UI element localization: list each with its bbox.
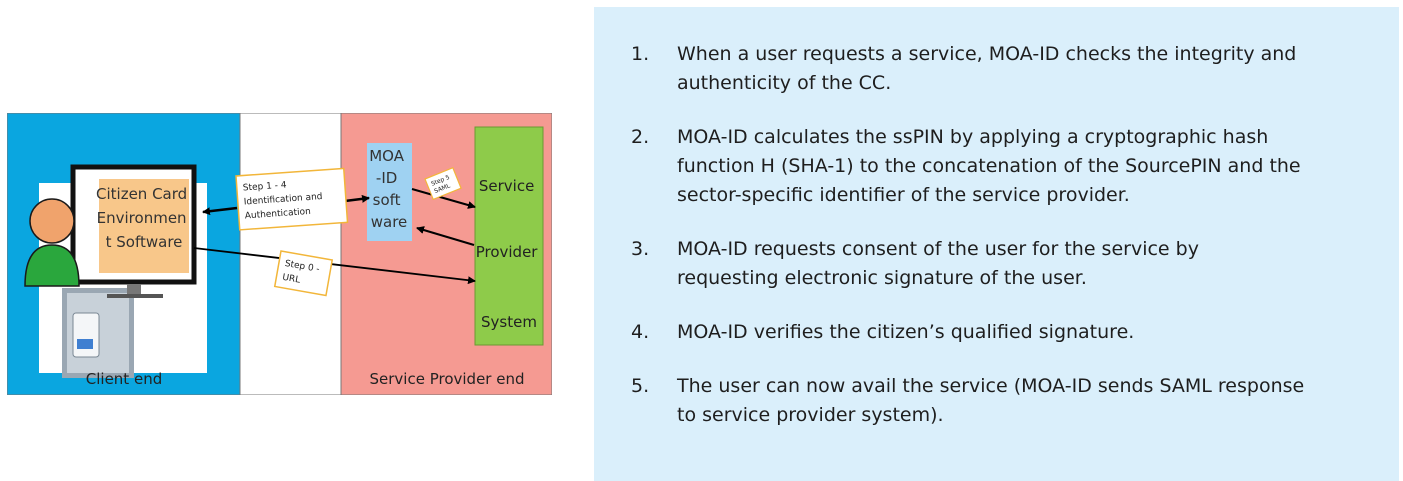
step-number-2: 2. (631, 126, 650, 148)
step-number-1: 1. (631, 43, 650, 65)
svg-text:Citizen Card Environmen: Citizen Card Environmen t Software (96, 185, 192, 251)
citizen-card-environment-box (99, 179, 189, 273)
step-2-line-2: function H (SHA-1) to the concatenation … (677, 155, 1301, 177)
moa-id-software-box (367, 143, 412, 241)
step-text-3: MOA-ID requests consent of the user for … (677, 235, 1367, 293)
moa-label-line-2: -ID (376, 169, 397, 187)
sps-label-line-2: Provider (476, 243, 539, 261)
moa-label-line-1: MOA (369, 147, 404, 165)
steps-panel: 1. When a user requests a service, MOA-I… (594, 7, 1399, 481)
step-3-line-1: MOA-ID requests consent of the user for … (677, 238, 1199, 260)
step-1-line-2: authenticity of the CC. (677, 72, 892, 94)
client-end-label: Client end (86, 370, 162, 388)
arrow-step-1-4-to-moa (344, 194, 370, 203)
step-text-5: The user can now avail the service (MOA-… (677, 372, 1367, 430)
svg-text:Step 0 - URL: Step 0 - URL (282, 259, 324, 289)
step-1-line-1: When a user requests a service, MOA-ID c… (677, 43, 1297, 65)
tag-step-1-4-line-1: Step 1 - 4 (243, 180, 288, 193)
arrow-step-5-to-sps (411, 188, 476, 209)
step-4-line-1: MOA-ID verifies the citizen’s qualified … (677, 321, 1135, 343)
sps-label-line-1: Service (479, 177, 534, 195)
arrow-step-0-url (193, 247, 476, 285)
user-avatar-icon (24, 198, 80, 287)
cce-label-line-1: Citizen Card (96, 185, 187, 203)
step-5-line-2: to service provider system). (677, 404, 944, 426)
moa-label-line-4: ware (371, 213, 408, 231)
moa-label-line-3: soft (373, 191, 401, 209)
svg-text:MOA -ID soft ware: MOA -ID soft ware (369, 147, 409, 231)
arrow-step-1-4-to-cce (202, 206, 238, 216)
step-3-line-2: requesting electronic signature of the u… (677, 267, 1087, 289)
tag-step-1-4-line-3: Authentication (244, 207, 311, 222)
cce-label-line-2: Environmen (97, 209, 187, 227)
cce-label-line-3: t Software (106, 233, 183, 251)
tag-step-1-4: Step 1 - 4 Identification and Authentica… (235, 167, 349, 231)
service-provider-system-box (474, 126, 544, 346)
step-number-5: 5. (631, 375, 650, 397)
step-number-4: 4. (631, 321, 650, 343)
step-text-2: MOA-ID calculates the ssPIN by applying … (677, 123, 1367, 210)
svg-text:Service Provider Syste: Service Provider System (476, 177, 543, 331)
service-provider-end-label: Service Provider end (370, 370, 525, 388)
step-5-line-1: The user can now avail the service (MOA-… (677, 375, 1305, 397)
step-text-4: MOA-ID verifies the citizen’s qualified … (677, 318, 1367, 347)
sps-label-line-3: System (481, 313, 537, 331)
arrow-sps-to-moa (416, 226, 475, 246)
step-number-3: 3. (631, 238, 650, 260)
tag-step-0-line-2: URL (282, 273, 301, 286)
step-text-1: When a user requests a service, MOA-ID c… (677, 40, 1367, 98)
tag-step-5: Step 5 SAML (424, 166, 462, 201)
step-2-line-3: sector-specific identifier of the servic… (677, 184, 1130, 206)
authentication-flow-diagram: Citizen Card Environmen t Software MOA -… (7, 113, 552, 395)
tag-step-0: Step 0 - URL (273, 250, 334, 297)
step-2-line-1: MOA-ID calculates the ssPIN by applying … (677, 126, 1269, 148)
card-reader-photo (62, 288, 134, 378)
